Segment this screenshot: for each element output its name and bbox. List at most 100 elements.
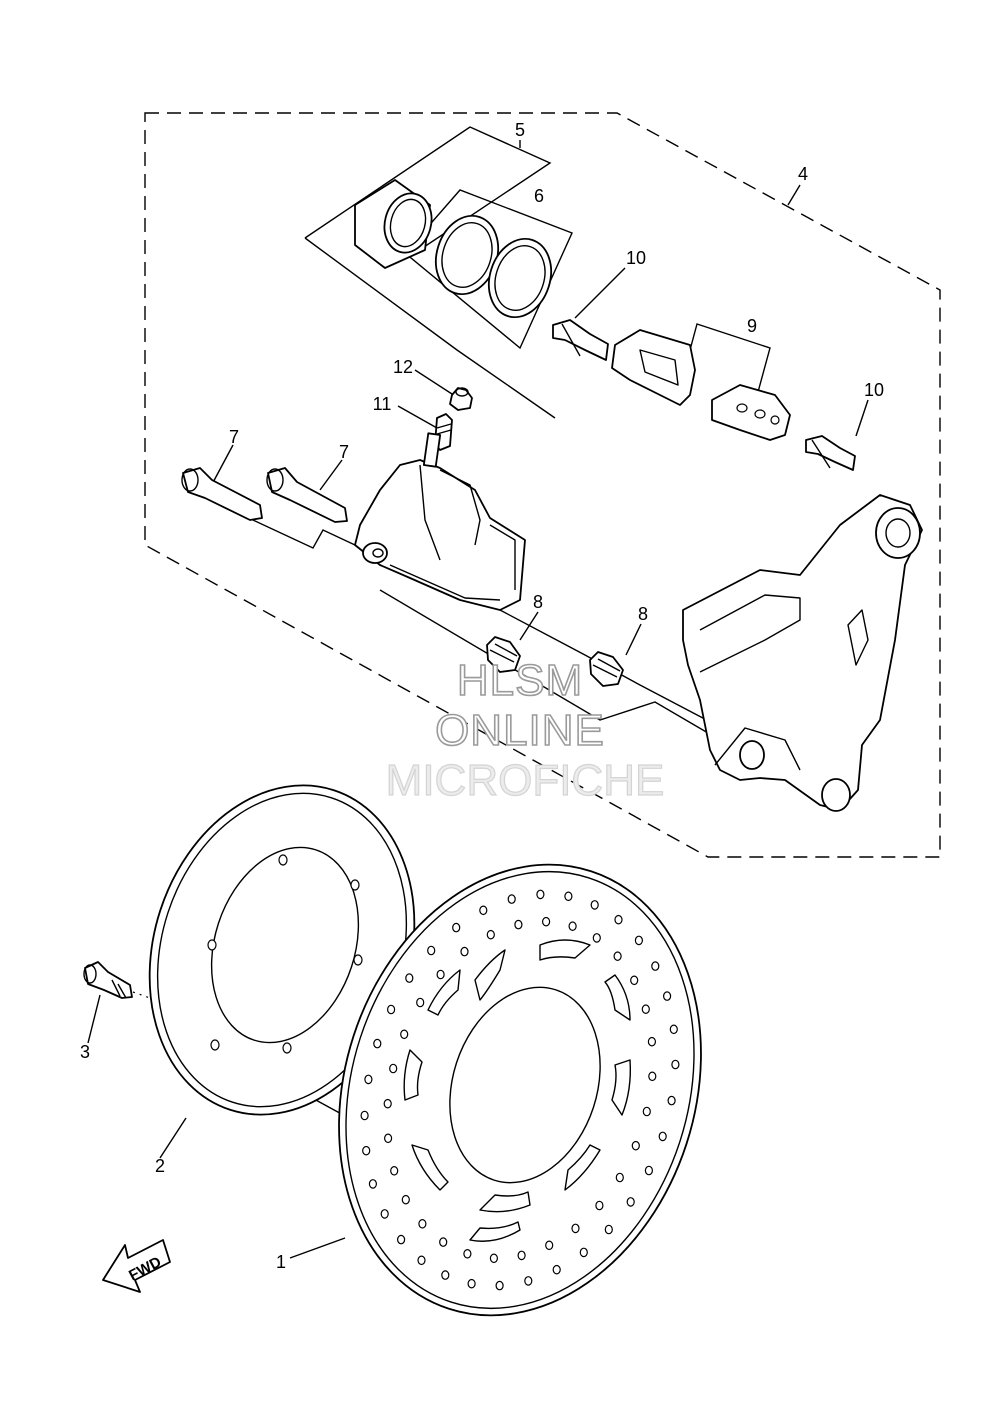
disc-hole [507,894,516,904]
caliper-body [354,432,526,611]
caliper-bracket [682,494,923,812]
disc-hole [401,1194,410,1205]
brake-disc [338,863,702,1317]
disc-hole [514,919,523,930]
disc-hole [362,1145,371,1156]
disc-hole [641,1004,650,1014]
caliper-assembly-boundary [144,112,941,858]
piston [354,179,433,269]
disc-hole [384,1133,393,1144]
callout-9: 9 [747,316,757,336]
callout-8-left: 8 [533,592,543,612]
piston-seals [435,214,552,319]
disc-hole [568,921,577,931]
disc-hole [536,889,545,900]
disc-hole [397,1234,406,1245]
callout-3: 3 [80,1042,90,1062]
disc-hole [613,951,622,961]
disc-hole [564,891,573,902]
callout-5: 5 [515,120,525,140]
callout-8-right: 8 [638,604,648,624]
disc-hole [667,1095,676,1106]
disc-hole [590,900,599,910]
slide-pin-left [181,467,263,521]
disc-hole [479,905,488,916]
disc-cutouts [403,939,632,1242]
disc-hole [489,1253,498,1264]
callout-11: 11 [373,394,392,414]
disc-hole [669,1024,678,1035]
disc-hole [389,1063,398,1074]
disc-hole [614,914,623,925]
watermark-line-2: ONLINE [435,706,605,755]
pad-support-right [805,435,856,471]
slide-pin-right [266,467,348,523]
callout-4: 4 [798,164,808,184]
disc-hole [592,933,601,943]
disc-hole [651,961,660,971]
disc-hole [416,997,425,1008]
bleed-cap [449,387,473,411]
pad-support-top [552,319,609,361]
disc-bolt [83,961,133,999]
disc-hole [630,975,639,986]
disc-hole [671,1059,680,1070]
disc-hole [615,1172,624,1183]
disc-hole [644,1165,654,1176]
callout-10-right: 10 [864,380,884,400]
disc-hole [373,1038,382,1049]
disc-hole [486,929,495,940]
watermark: HLSM ONLINE MICROFICHE [385,655,665,805]
disc-hole [405,973,414,983]
pin-boot-left [486,636,521,673]
disc-hole [463,1249,472,1259]
callout-10-top: 10 [626,248,646,268]
disc-hole [390,1166,399,1176]
disc-hole [368,1179,377,1189]
watermark-line-3: MICROFICHE [386,756,665,805]
watermark-line-1: HLSM [457,656,583,705]
callout-numbers: 5 6 4 10 9 10 12 11 7 7 8 8 3 2 1 [80,120,884,1272]
disc-hole [417,1255,426,1266]
disc-hole [387,1004,396,1015]
disc-hole [380,1209,389,1219]
disc-hole [634,935,644,946]
forward-direction-arrow: FWD [102,1239,171,1293]
disc-hole [626,1197,635,1207]
disc-hole [517,1250,526,1261]
callout-12: 12 [393,357,413,377]
disc-hole [631,1140,640,1151]
disc-hole [441,1270,450,1280]
brake-pads [611,329,791,441]
disc-hole [647,1036,657,1047]
disc-hole [658,1131,667,1142]
disc-hole [383,1098,392,1109]
disc-hole [467,1278,476,1289]
disc-hole [436,969,445,980]
callout-2: 2 [155,1156,165,1176]
disc-hole [541,916,551,927]
disc-hole [452,922,461,933]
disc-drill-holes [360,889,680,1291]
disc-hole [595,1200,604,1211]
disc-hole [360,1110,369,1121]
callout-7-left: 7 [229,427,239,447]
disc-hole [524,1276,533,1286]
disc-hole [545,1240,554,1251]
disc-hole [400,1029,409,1040]
disc-hole [460,946,469,957]
disc-hole [571,1223,580,1234]
disc-hole [495,1280,504,1291]
disc-hole [604,1224,613,1235]
callout-7-right: 7 [339,442,349,462]
disc-hole [427,945,436,956]
pin-boot-right [589,651,624,687]
callout-6: 6 [534,186,544,206]
disc-hole [662,991,672,1001]
disc-hole [439,1237,448,1247]
disc-hole [552,1264,561,1275]
disc-hole [642,1106,651,1117]
disc-hole [418,1219,427,1229]
disc-hole [579,1247,588,1258]
